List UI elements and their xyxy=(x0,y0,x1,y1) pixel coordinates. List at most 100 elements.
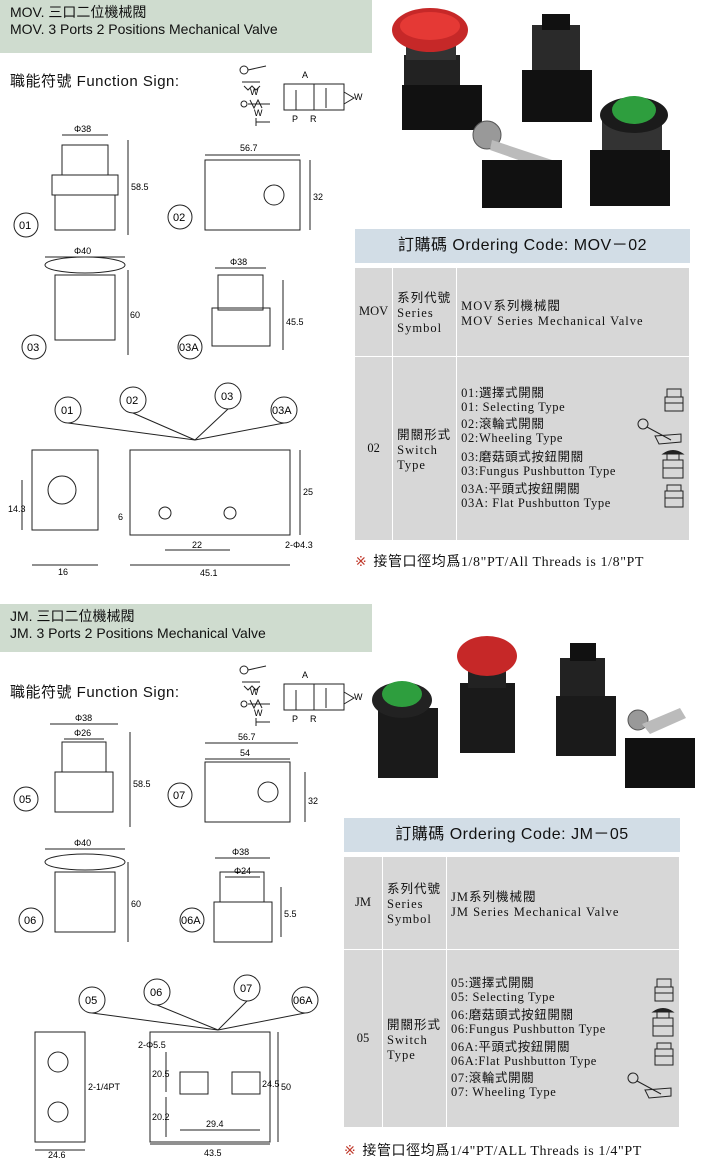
mov-symbol-w1: W xyxy=(250,87,259,97)
jm-series-desc-cn: JM系列機械閥 xyxy=(451,889,537,904)
jm-symbol-w2: W xyxy=(254,708,263,718)
mov-switch-cn: 開關形式 xyxy=(397,427,452,442)
jm-callout-06: 06 xyxy=(24,915,36,927)
jm-callout-05b: 05 xyxy=(85,995,97,1007)
mov-callout-02: 02 xyxy=(173,212,185,224)
jm-title-banner: JM. 三口二位機械閥 JM. 3 Ports 2 Positions Mech… xyxy=(0,604,372,652)
mov-switch-code: 02 xyxy=(355,356,394,541)
mushroom-button-icon xyxy=(661,450,685,479)
jm-dim-w29-4: 29.4 xyxy=(206,1119,224,1129)
mov-symbol-port-p: P xyxy=(292,114,298,124)
jm-series-desc-en: JM Series Mechanical Valve xyxy=(451,904,620,919)
jm-series-en2: Symbol xyxy=(387,912,432,927)
jm-symbol-port-a: A xyxy=(302,670,308,680)
selector-valve-image xyxy=(522,14,592,122)
mov-dim-h45-5: 45.5 xyxy=(286,317,304,327)
jm-dim-thread: 2-1/4PT xyxy=(88,1082,121,1092)
jm-callout-07: 07 xyxy=(173,790,185,802)
jm-dim-w56-7: 56.7 xyxy=(238,732,256,742)
mov-dim-h25: 25 xyxy=(303,487,313,497)
flat-button-icon xyxy=(654,1042,674,1066)
jm-dim-d38b: Φ38 xyxy=(232,847,249,857)
green-button-jm-image xyxy=(372,681,438,778)
jm-dim-h24-5: 24.5 xyxy=(262,1079,280,1089)
mov-callout-02b: 02 xyxy=(126,395,138,407)
jm-dim-h50: 50 xyxy=(281,1082,291,1092)
jm-dim-h5-5: 5.5 xyxy=(284,909,297,919)
mushroom-button-icon xyxy=(651,1008,675,1037)
mov-function-sign-label: 職能符號 Function Sign: xyxy=(10,73,180,90)
jm-ordering-code-title: 訂購碼 Ordering Code: JM－05 xyxy=(344,818,680,852)
mov-dim-h6: 6 xyxy=(118,512,123,522)
jm-dim-w43-5: 43.5 xyxy=(204,1148,222,1158)
jm-dim-w24-6: 24.6 xyxy=(48,1150,66,1160)
jm-function-symbol: A W P R W W xyxy=(239,665,363,726)
jm-symbol-port-p: P xyxy=(292,714,298,724)
jm-callout-07b: 07 xyxy=(240,983,252,995)
mov-dim-h32: 32 xyxy=(313,192,323,202)
roller-lever-icon xyxy=(637,418,682,445)
jm-switch-cn: 開關形式 xyxy=(387,1017,442,1032)
reference-mark-icon: ※ xyxy=(344,1144,357,1159)
jm-switch-en2: Type xyxy=(387,1047,416,1062)
mov-callout-03ab: 03A xyxy=(272,405,292,417)
jm-dim-d40: Φ40 xyxy=(74,838,91,848)
mov-dimension-drawings: 01 02 03 03A 01 02 03 03A Φ38 58.5 56.7 … xyxy=(8,124,323,578)
jm-product-photo xyxy=(360,628,710,798)
jm-dim-w54: 54 xyxy=(240,748,250,758)
mov-series-en2: Symbol xyxy=(397,321,443,336)
jm-dim-h32: 32 xyxy=(308,796,318,806)
mov-dim-w56-7: 56.7 xyxy=(240,143,258,153)
mov-dim-d38b: Φ38 xyxy=(230,257,247,267)
jm-switch-en1: Switch xyxy=(387,1032,428,1047)
mov-title-banner: MOV. 三口二位機械閥 MOV. 3 Ports 2 Positions Me… xyxy=(0,0,372,53)
mov-dim-h60: 60 xyxy=(130,310,140,320)
mov-callout-03: 03 xyxy=(27,342,39,354)
mov-symbol-port-r: R xyxy=(310,114,317,124)
mov-switch-en2: Type xyxy=(397,457,426,472)
mov-dim-w45-1: 45.1 xyxy=(200,568,218,578)
jm-dim-d24: Φ24 xyxy=(234,866,251,876)
mov-series-cn: 系列代號 xyxy=(397,291,452,306)
roller-valve-image xyxy=(472,120,562,208)
jm-dimension-drawings: 05 07 06 06A 05 06 07 06A Φ38 Φ26 58.5 5… xyxy=(13,713,319,1160)
jm-dim-h20-2: 20.2 xyxy=(152,1112,170,1122)
reference-mark-icon: ※ xyxy=(355,555,368,570)
mov-switch-en1: Switch xyxy=(397,442,438,457)
jm-symbol-port-w: W xyxy=(354,692,363,702)
mov-thread-note: ※接管口徑均爲1/8"PT/All Threads is 1/8"PT xyxy=(355,555,645,570)
mov-callout-03a: 03A xyxy=(179,342,199,354)
jm-dim-d26: Φ26 xyxy=(74,728,91,738)
jm-series-cn: 系列代號 xyxy=(387,882,442,897)
roller-jm-image xyxy=(625,708,695,788)
mov-series-desc-en: MOV Series Mechanical Valve xyxy=(461,313,644,328)
jm-ordering-table: JM 系列代號 Series Symbol JM系列機械閥 JM Series … xyxy=(344,857,680,1128)
jm-dim-h60: 60 xyxy=(131,899,141,909)
mov-dim-w22: 22 xyxy=(192,540,202,550)
jm-title-cn: JM. 三口二位機械閥 xyxy=(10,608,135,624)
jm-dim-h20-5: 20.5 xyxy=(152,1069,170,1079)
roller-lever-icon xyxy=(627,1072,672,1099)
mov-callout-01: 01 xyxy=(19,220,31,232)
jm-callout-06ab: 06A xyxy=(293,995,313,1007)
jm-symbol-port-r: R xyxy=(310,714,317,724)
jm-thread-note: ※接管口徑均爲1/4"PT/ALL Threads is 1/4"PT xyxy=(344,1144,642,1159)
mov-series-en1: Series xyxy=(397,306,434,321)
mov-series-code: MOV xyxy=(355,268,394,357)
mov-dim-w16: 16 xyxy=(58,567,68,577)
mov-callout-01b: 01 xyxy=(61,405,73,417)
mov-series-desc-cn: MOV系列機械閥 xyxy=(461,298,561,313)
jm-callout-06b: 06 xyxy=(150,987,162,999)
jm-symbol-w1: W xyxy=(250,687,259,697)
mov-ordering-code-title: 訂購碼 Ordering Code: MOV－02 xyxy=(355,229,690,263)
red-mushroom-jm-image xyxy=(457,636,517,753)
green-button-valve-image xyxy=(590,96,670,206)
jm-switch-code: 05 xyxy=(344,949,383,1128)
mov-symbol-port-a: A xyxy=(302,70,308,80)
